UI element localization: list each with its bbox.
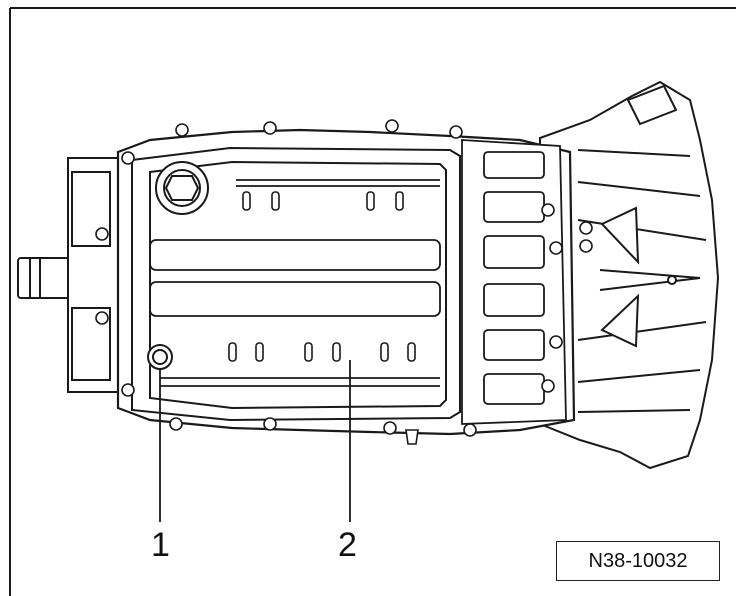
bottom-breather xyxy=(405,429,419,445)
callout-label-2: 2 xyxy=(338,526,357,564)
filler-plug xyxy=(155,161,209,215)
figure-id-box: N38-10032 xyxy=(556,541,720,581)
oil-pan-cover xyxy=(131,146,461,422)
bell-housing xyxy=(539,80,720,470)
oil-pan-ribs xyxy=(149,179,441,387)
valve-body-section xyxy=(461,139,567,425)
output-shaft xyxy=(17,257,71,299)
housing-bolts xyxy=(95,119,593,437)
leader-lines xyxy=(159,360,351,522)
upper-slots xyxy=(242,191,404,211)
callout-label-1: 1 xyxy=(151,526,170,564)
lower-slots xyxy=(228,342,416,362)
figure-border xyxy=(9,7,736,596)
left-flange xyxy=(67,157,119,393)
drain-plug xyxy=(147,344,173,370)
